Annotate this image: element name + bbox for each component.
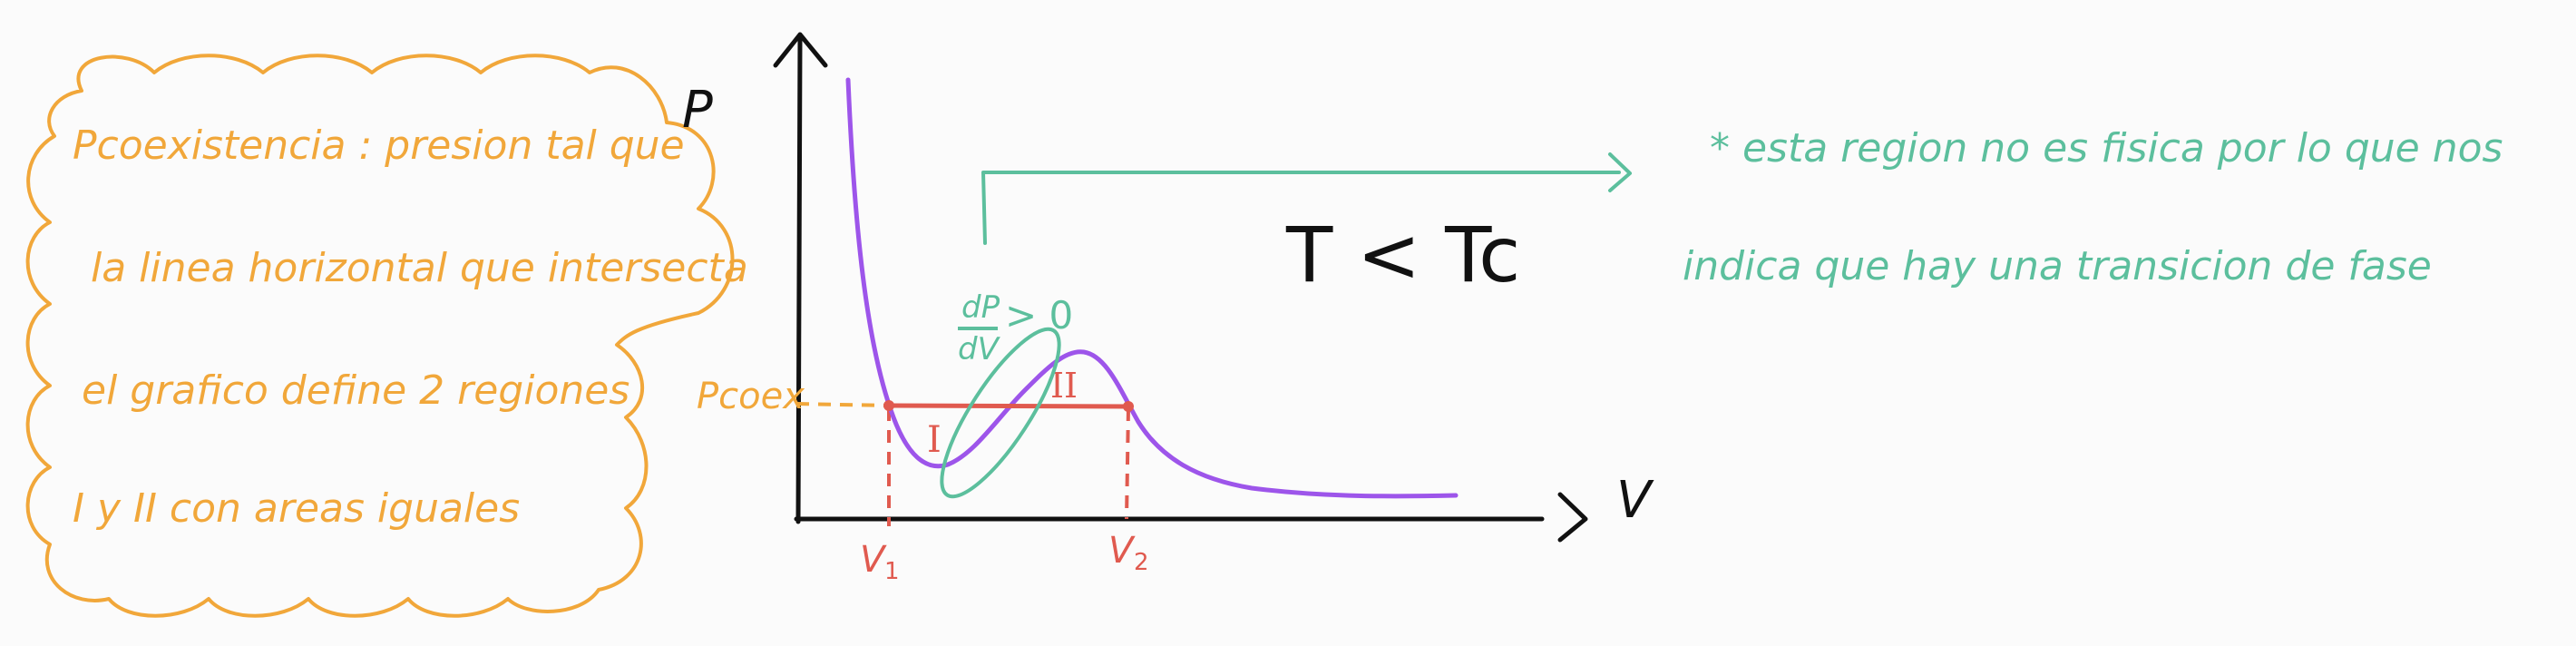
v2-subscript: 2 [1134,549,1149,576]
pcoex-dashed-line [795,402,890,407]
cloud-line-3: el grafico define 2 regiones [82,367,629,414]
p-axis [795,35,803,524]
derivative-denominator: dV [958,331,1001,367]
annotation-cloud [25,54,735,618]
pointer-arrowhead [1608,152,1632,192]
v-axis-arrowhead [1557,492,1588,543]
v2-point [1123,401,1134,412]
temperature-condition: T < Tc [1285,210,1520,299]
note-line-1: * esta region no es fisica por lo que no… [1710,125,2503,171]
p-axis-label: P [682,81,713,140]
note-line-2: indica que hay una transicion de fase [1683,243,2432,289]
cloud-line-1: Pcoexistencia : presion tal que [73,122,685,169]
region-one-label: I [927,419,942,461]
v1-subscript: 1 [884,558,900,585]
v-axis-label: V [1616,471,1654,530]
p-axis-arrowhead [773,32,828,68]
cloud-line-4: I y II con areas iguales [73,485,520,532]
v2-label: V [1108,530,1136,572]
v2-dashed-line [1125,407,1130,520]
pcoex-label: Pcoex [697,376,805,417]
pointer-arrow [981,171,1621,245]
v1-point [883,400,894,411]
derivative-relation: > 0 [1005,293,1073,338]
v1-label: V [860,539,887,581]
derivative-numerator: dP [961,289,1000,326]
unstable-region-ellipse [940,327,1061,499]
isotherm-curve [845,77,1459,499]
cloud-line-2: la linea horizontal que intersecta [91,245,748,291]
